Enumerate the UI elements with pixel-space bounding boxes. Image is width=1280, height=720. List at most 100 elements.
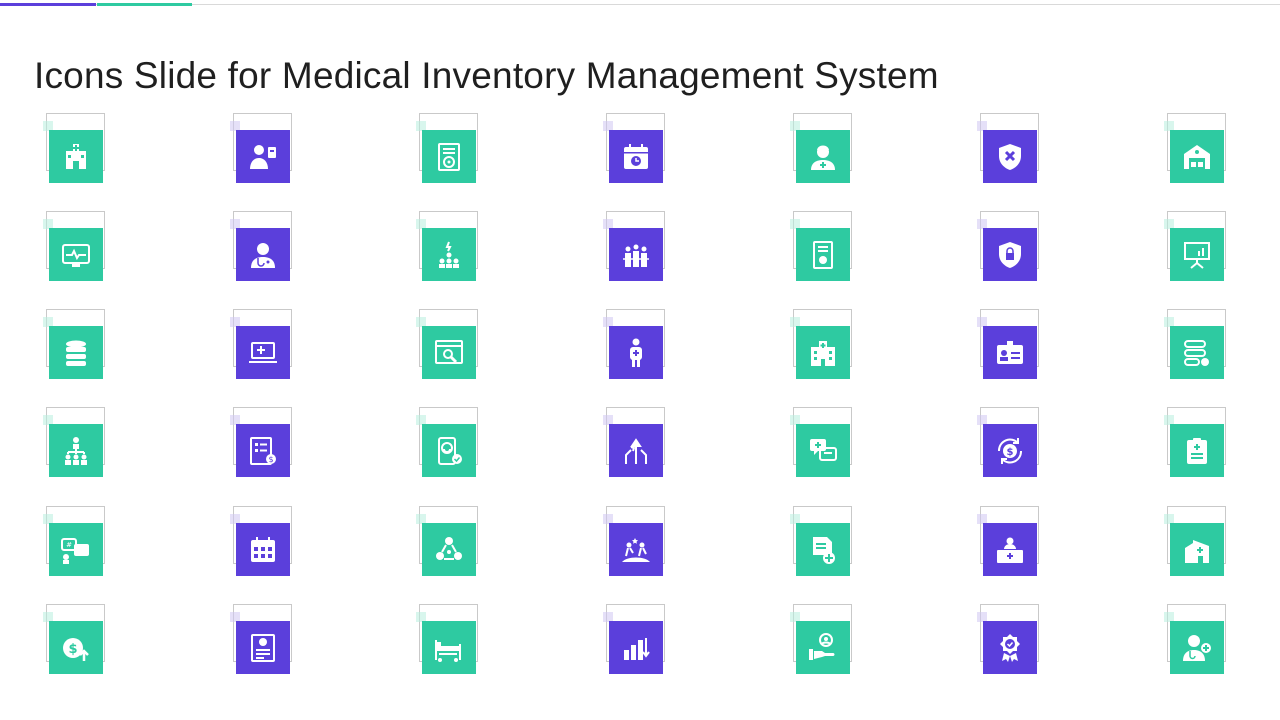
icon-tile [43, 309, 107, 381]
tile-corner [43, 612, 53, 622]
tile-corner [790, 317, 800, 327]
tile-corner [790, 415, 800, 425]
medical-id-card-icon [983, 326, 1037, 379]
header-rule [0, 4, 1280, 5]
hand-caring-person-icon [796, 621, 850, 674]
tile-corner [603, 415, 613, 425]
dollar-refresh-icon: $ [983, 424, 1037, 477]
clipboard-medical-icon [1170, 424, 1224, 477]
shield-cross-icon [983, 130, 1037, 183]
database-stack-icon [49, 326, 103, 379]
diverging-arrows-icon [609, 424, 663, 477]
doctor-stethoscope-icon [236, 228, 290, 281]
tile-corner [230, 514, 240, 524]
person-medical-cross-icon [609, 326, 663, 379]
tile-corner [790, 514, 800, 524]
tile-corner [230, 317, 240, 327]
svg-text:$: $ [68, 642, 77, 657]
icon-tile [790, 506, 854, 578]
svg-text:$: $ [1007, 447, 1014, 458]
tile-corner [230, 121, 240, 131]
svg-text:#: # [66, 541, 72, 549]
group-of-people-icon [609, 228, 663, 281]
quality-badge-icon [983, 621, 1037, 674]
icon-tile [416, 407, 480, 479]
warehouse-gear-icon [1170, 130, 1224, 183]
tile-corner [230, 612, 240, 622]
icon-tile [790, 309, 854, 381]
gear-document-icon [422, 130, 476, 183]
tile-corner [43, 219, 53, 229]
icon-tile [230, 113, 294, 185]
web-search-icon [422, 326, 476, 379]
icon-tile [1164, 407, 1228, 479]
medical-certificate-icon [236, 621, 290, 674]
header-accent-purple [0, 3, 96, 6]
icon-tile [1164, 506, 1228, 578]
tile-corner [790, 612, 800, 622]
icon-tile [43, 407, 107, 479]
tile-corner [416, 612, 426, 622]
tile-corner [416, 219, 426, 229]
dollar-growth-icon: $ [49, 621, 103, 674]
icon-tile [230, 211, 294, 283]
clinic-building-icon [1170, 523, 1224, 576]
network-gears-icon [422, 523, 476, 576]
tile-corner [416, 514, 426, 524]
icon-tile [603, 211, 667, 283]
tile-corner [977, 514, 987, 524]
icon-tile [790, 407, 854, 479]
doctor-with-id-badge-icon [236, 130, 290, 183]
hospital-bed-icon [422, 621, 476, 674]
tile-corner [1164, 219, 1174, 229]
icon-tile [977, 506, 1041, 578]
invoice-dollar-icon: $ [236, 424, 290, 477]
icon-tile [416, 309, 480, 381]
tile-corner [603, 121, 613, 131]
slide-title: Icons Slide for Medical Inventory Manage… [34, 54, 939, 96]
icon-tile [603, 309, 667, 381]
tile-corner [43, 415, 53, 425]
organization-chart-icon [49, 424, 103, 477]
tile-corner [790, 121, 800, 131]
shield-lock-icon [983, 228, 1037, 281]
tile-corner [43, 317, 53, 327]
doctor-add-icon [1170, 621, 1224, 674]
tile-corner [977, 121, 987, 131]
reception-desk-icon [983, 523, 1037, 576]
icon-tile: # [43, 506, 107, 578]
icon-tile: $ [43, 604, 107, 676]
tile-corner [977, 219, 987, 229]
tile-corner [603, 219, 613, 229]
tile-corner [43, 121, 53, 131]
tile-corner [1164, 317, 1174, 327]
nurse-avatar-icon [796, 130, 850, 183]
tile-corner [977, 612, 987, 622]
heart-monitor-icon [49, 228, 103, 281]
icon-tile [790, 113, 854, 185]
calendar-clock-icon [609, 130, 663, 183]
icon-tile [416, 113, 480, 185]
icon-tile [603, 604, 667, 676]
bar-chart-down-icon [609, 621, 663, 674]
icon-tile [416, 506, 480, 578]
icon-tile [1164, 604, 1228, 676]
presentation-board-icon [1170, 228, 1224, 281]
document-add-icon [796, 523, 850, 576]
hospital-building-icon [49, 130, 103, 183]
hospital-windows-icon [796, 326, 850, 379]
tile-corner [230, 219, 240, 229]
tile-corner [977, 415, 987, 425]
icon-tile [43, 113, 107, 185]
icon-tile [43, 211, 107, 283]
icon-tile: $ [977, 407, 1041, 479]
icon-tile [603, 407, 667, 479]
tile-corner [603, 514, 613, 524]
icon-tile [790, 604, 854, 676]
calendar-grid-icon [236, 523, 290, 576]
icon-tile [977, 309, 1041, 381]
icon-tile [230, 309, 294, 381]
svg-text:$: $ [268, 455, 273, 464]
tile-corner [416, 317, 426, 327]
tile-corner [977, 317, 987, 327]
